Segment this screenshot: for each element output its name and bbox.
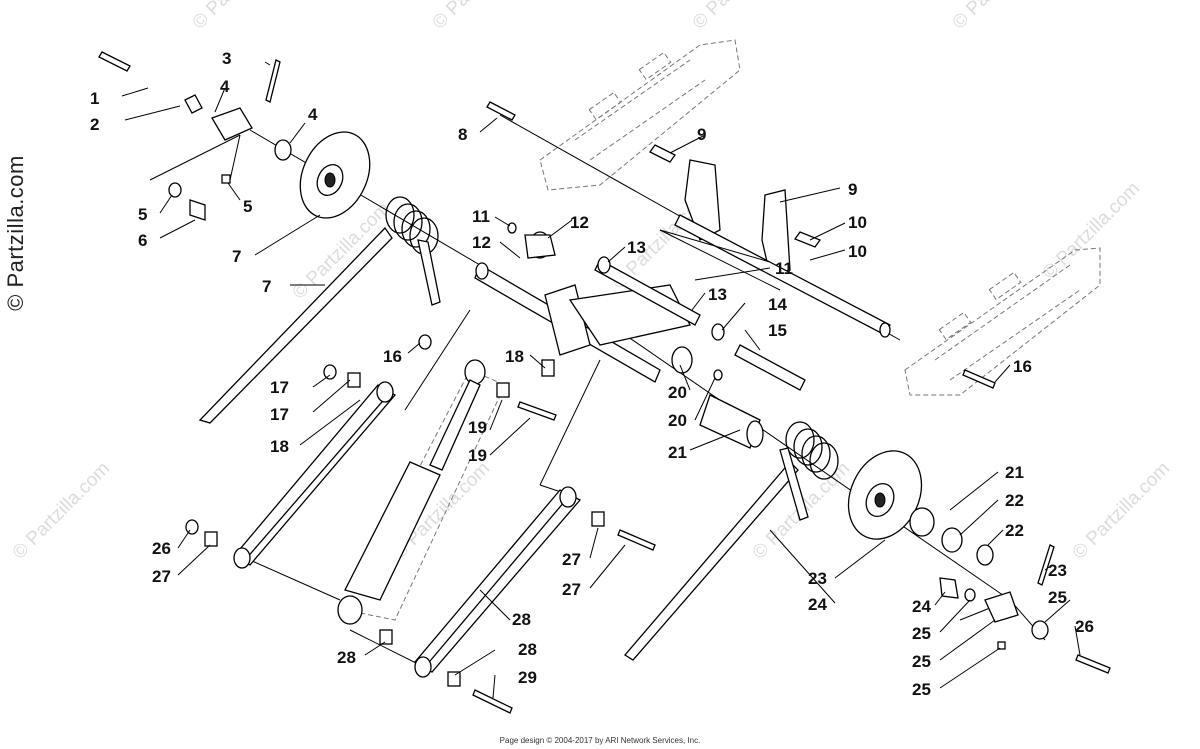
torsion-spring-right bbox=[624, 421, 839, 661]
callout-15: 22 bbox=[1005, 491, 1024, 510]
callout-6: 13 bbox=[708, 285, 727, 304]
callout-16: 4 bbox=[308, 105, 318, 124]
callout-24: 27 bbox=[562, 580, 581, 599]
hardware bbox=[98, 51, 1111, 714]
callout-16: 22 bbox=[1005, 521, 1024, 540]
callout-25: 27 bbox=[152, 567, 171, 586]
callout-28: 16 bbox=[383, 347, 402, 366]
callout-23: 26 bbox=[1075, 617, 1094, 636]
callout-28: 26 bbox=[152, 539, 171, 558]
callout-13: 23 bbox=[808, 569, 827, 588]
callout-11: 21 bbox=[668, 443, 687, 462]
ghost-shock-outline bbox=[344, 369, 506, 621]
watermark: © Partzilla.com bbox=[689, 0, 794, 34]
footer-copyright: Page design © 2004-2017 by ARI Network S… bbox=[499, 736, 701, 745]
callout-19: 4 bbox=[220, 77, 230, 96]
callout-7: 14 bbox=[768, 295, 787, 314]
callout-25: 17 bbox=[270, 405, 289, 424]
callout-3: 10 bbox=[848, 242, 867, 261]
watermark: © Partzilla.com bbox=[949, 0, 1054, 34]
callout-27: 28 bbox=[337, 648, 356, 667]
callout-4: 16 bbox=[1013, 357, 1032, 376]
watermark: © Partzilla.com bbox=[9, 458, 114, 563]
callout-7: 13 bbox=[627, 238, 646, 257]
watermark: © Partzilla.com bbox=[429, 0, 534, 34]
callout-1: 9 bbox=[848, 180, 857, 199]
callout-10: 20 bbox=[668, 411, 687, 430]
leader-lines bbox=[121, 61, 1081, 699]
callout-27: 19 bbox=[468, 418, 487, 437]
callout-22: 25 bbox=[1048, 588, 1067, 607]
callout-5: 9 bbox=[697, 125, 706, 144]
callout-labels: 1 2 3 4 4 5 5 6 7 7 8 9 9 10 10 11 11 12… bbox=[90, 49, 1094, 699]
ghost-rail-lower bbox=[904, 247, 1101, 396]
callout-17: 6 bbox=[138, 231, 147, 250]
callout-2: 11 bbox=[775, 259, 793, 278]
callout-21: 3 bbox=[222, 49, 231, 68]
background-watermarks: © Partzilla.com © Partzilla.com © Partzi… bbox=[9, 0, 1174, 564]
callout-25: 28 bbox=[518, 640, 537, 659]
callout-9: 20 bbox=[668, 383, 687, 402]
watermark: © Partzilla.com bbox=[1039, 178, 1144, 283]
callout-28: 17 bbox=[270, 378, 289, 397]
rear-bracket-assembly bbox=[649, 144, 891, 338]
watermark: © Partzilla.com bbox=[189, 0, 294, 34]
ghost-rail-upper bbox=[539, 39, 741, 191]
callout-4: 8 bbox=[458, 125, 467, 144]
callout-9: 12 bbox=[570, 213, 589, 232]
watermark: © Partzilla.com bbox=[1069, 458, 1174, 563]
callout-20: 25 bbox=[912, 680, 931, 699]
idler-wheel-right bbox=[847, 450, 923, 540]
callout-12: 7 bbox=[262, 277, 271, 296]
link-arm-right bbox=[414, 486, 582, 678]
callout-12: 24 bbox=[808, 595, 827, 614]
callout-21: 23 bbox=[1048, 561, 1067, 580]
callout-8: 15 bbox=[768, 321, 787, 340]
callout-26: 28 bbox=[512, 610, 531, 629]
shock-absorber bbox=[337, 359, 486, 625]
callout-19: 25 bbox=[912, 652, 931, 671]
callout-23: 1 bbox=[90, 89, 99, 108]
callout-18: 5 bbox=[138, 205, 147, 224]
callout-17: 24 bbox=[912, 597, 931, 616]
callout-26: 18 bbox=[270, 437, 289, 456]
torsion-spring-left bbox=[198, 196, 441, 424]
callout-25: 27 bbox=[562, 550, 581, 569]
callout-10: 11 bbox=[472, 207, 490, 226]
link-arm-left bbox=[233, 381, 396, 569]
cross-shaft-assembly bbox=[474, 231, 806, 449]
callout-5: 10 bbox=[848, 213, 867, 232]
callout-13: 7 bbox=[232, 247, 241, 266]
callout-24: 29 bbox=[518, 668, 537, 687]
callout-11: 12 bbox=[472, 233, 491, 252]
idler-wheel-left bbox=[299, 131, 371, 219]
callout-20: 5 bbox=[243, 197, 252, 216]
callout-14: 21 bbox=[1005, 463, 1024, 482]
callout-22: 2 bbox=[90, 115, 99, 134]
callout-27: 18 bbox=[505, 347, 524, 366]
callout-18: 25 bbox=[912, 624, 931, 643]
callout-29: 19 bbox=[468, 446, 487, 465]
